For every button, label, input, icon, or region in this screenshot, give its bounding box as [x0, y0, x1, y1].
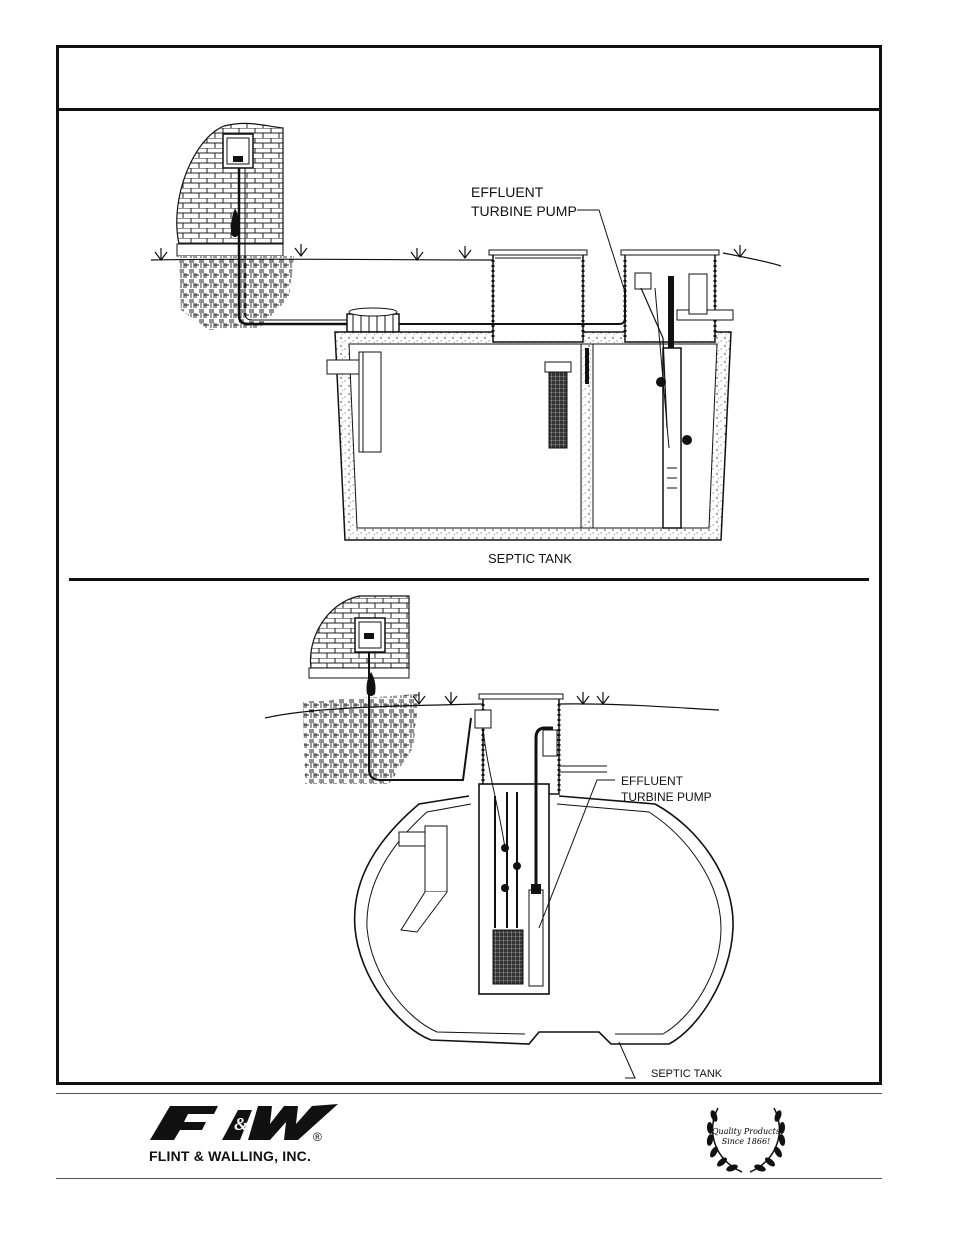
soil-block: [179, 256, 294, 330]
effluent-filter: [544, 348, 589, 449]
header-band: [59, 48, 879, 111]
bottom-pump-label-line1: EFFLUENT: [621, 774, 684, 788]
registered-mark: ®: [313, 1130, 322, 1144]
bottom-tank-label: SEPTIC TANK: [651, 1068, 723, 1080]
foundation: [176, 243, 284, 257]
section-divider: [69, 578, 869, 581]
seal-line1: Quality Products: [712, 1127, 780, 1136]
bottom-pump-label-line2: TURBINE PUMP: [621, 790, 712, 804]
diagram-frame: EFFLUENT TURBINE PUMP SEPTIC TANK EFFLUE…: [56, 45, 882, 1085]
pump-icon: [474, 709, 558, 987]
control-box-icon: [222, 133, 254, 169]
laurel-seal-icon: Quality Products Since 1866!: [706, 1107, 786, 1173]
bottom-installation: [264, 595, 734, 1079]
inlet-tee-bottom: [398, 825, 448, 933]
company-name: FLINT & WALLING, INC.: [149, 1148, 312, 1164]
top-tank-label: SEPTIC TANK: [488, 551, 573, 566]
top-pump-label-line1: EFFLUENT: [471, 184, 544, 200]
control-box-icon: [354, 617, 386, 653]
inlet-tee: [326, 351, 382, 453]
footer-rule-top: [56, 1093, 882, 1094]
seal-line2: Since 1866!: [722, 1137, 771, 1146]
top-installation: [150, 122, 782, 541]
pump-icon: [634, 272, 734, 529]
pump-leader-line: [577, 209, 626, 293]
top-pump-label-line2: TURBINE PUMP: [471, 203, 577, 219]
installation-diagrams: [150, 122, 782, 1079]
float-switch-icon: [366, 672, 376, 696]
company-logo: &: [150, 1104, 338, 1140]
logo-ampersand: &: [234, 1114, 248, 1134]
inlet-riser-lid: [346, 307, 400, 333]
riser-left: [492, 253, 584, 343]
house-wall: [176, 122, 284, 245]
ground-line: [150, 252, 782, 267]
footer-rule-bottom: [56, 1178, 882, 1179]
float-switch-icon: [230, 208, 240, 237]
